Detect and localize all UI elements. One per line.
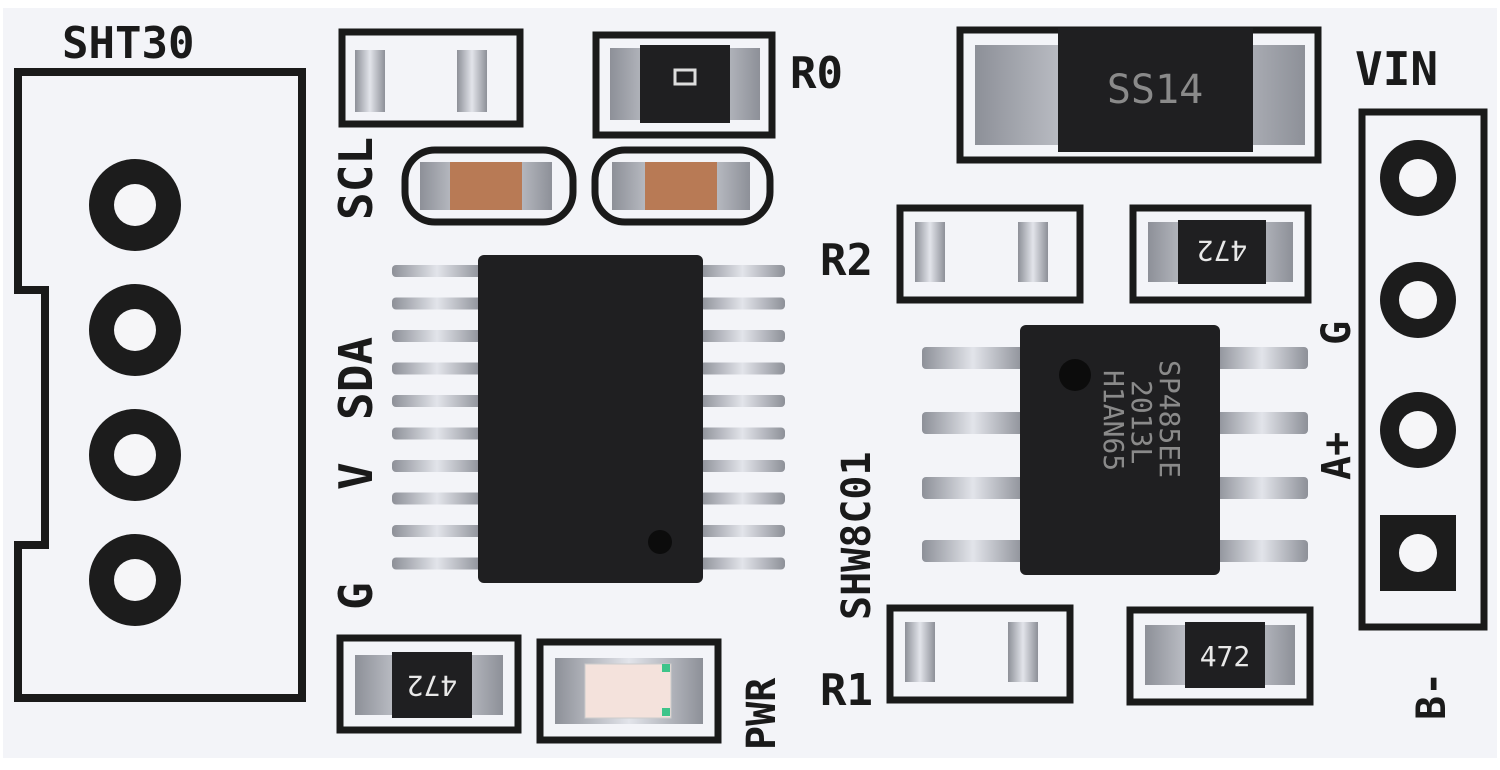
ic-pin [1216,412,1308,434]
ic-pin [922,347,1024,369]
capacitor [591,146,774,226]
ic-pin [392,557,482,570]
resistor-marking: 472 [1197,234,1248,267]
rs485-transceiver: SP485EE 2013L H1AN65 [922,325,1308,575]
ic-pin [392,265,482,277]
resistor-472-top: 472 [1129,204,1312,304]
pwr-label: PWR [739,677,785,750]
ic-pin [700,265,785,277]
r0-label: R0 [790,48,843,99]
g-header-label: G [1314,321,1360,345]
ic-pin [700,492,785,505]
ic-pin [392,525,482,537]
resistor-472-bottom-left: 472 [336,634,522,734]
vin-header [1358,108,1488,631]
resistor-r2-footprint [896,204,1084,304]
sht30-connector [14,68,306,702]
ic-pin [922,540,1024,562]
ic-pin [1216,347,1308,369]
ic-pin [700,460,785,472]
through-hole [89,284,181,376]
transceiver-line1: SP485EE [1153,360,1186,478]
ic-pin [700,362,785,375]
vin-label: VIN [1355,42,1438,96]
ic-pin [392,297,482,310]
ic-pin [922,412,1024,434]
resistor-marking: 472 [407,669,458,702]
through-hole [89,534,181,626]
diode-ss14: SS14 [956,26,1322,164]
ic-pin [700,557,785,570]
ic-pin [1216,477,1308,499]
v-label: V [329,462,383,490]
ic-pin [700,395,785,407]
power-led [536,638,722,744]
resistor-footprint [338,28,524,128]
g-label: G [329,582,383,610]
ic-pin [392,362,482,375]
ic-pin [392,330,482,342]
ic-pin [392,427,482,440]
r1-label: R1 [820,665,873,716]
ic-pin [700,297,785,310]
ic-pin [1216,540,1308,562]
ic-pin [392,492,482,505]
main-ic [392,255,785,583]
transceiver-line3: H1AN65 [1097,370,1130,471]
through-hole [89,409,181,501]
through-hole [89,159,181,251]
capacitor [401,146,577,226]
resistor-r1-footprint [886,604,1074,704]
board-name: SHW8C01 [834,451,880,620]
ic-pin [700,427,785,440]
ic-pin [700,525,785,537]
a-plus-label: A+ [1314,432,1360,480]
diode-marking: SS14 [1107,67,1203,113]
connector-label: SHT30 [62,18,194,69]
transceiver-line2: 2013L [1125,380,1158,464]
sda-label: SDA [329,337,383,420]
ic-pin [922,477,1024,499]
scl-label: SCL [329,137,383,220]
b-minus-label: B- [1409,672,1455,720]
r2-label: R2 [820,235,873,286]
ic-pin [392,395,482,407]
ic-pin [392,460,482,472]
resistor-marking: 472 [1200,640,1251,673]
ic-pin [700,330,785,342]
resistor-472-bottom-right: 472 [1126,606,1314,706]
resistor-r0 [592,31,776,139]
